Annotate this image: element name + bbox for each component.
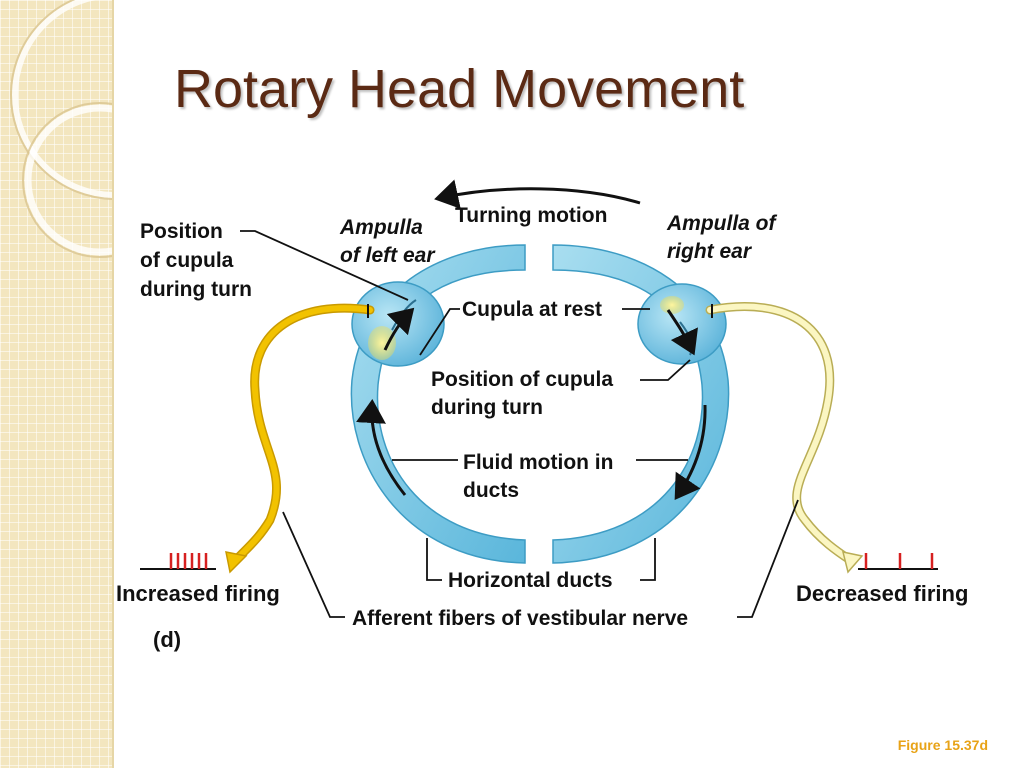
label-cupula-at-rest: Cupula at rest xyxy=(462,298,602,321)
label-fluid-motion-2: ducts xyxy=(463,479,519,502)
increased-firing-trace xyxy=(140,553,216,570)
label-increased-firing: Increased firing xyxy=(116,581,280,606)
nerve-fiber-left xyxy=(233,305,373,563)
nerve-fiber-left-edge xyxy=(231,303,375,565)
label-cupula-position-left-1: Position xyxy=(140,220,223,243)
slide-title: Rotary Head Movement xyxy=(174,59,745,119)
nerve-left-arrowhead xyxy=(225,551,248,574)
label-afferent-fibers: Afferent fibers of vestibular nerve xyxy=(352,607,688,630)
label-fluid-motion-1: Fluid motion in xyxy=(463,451,613,474)
panel-letter: (d) xyxy=(153,627,181,652)
nerve-fiber-right xyxy=(707,303,853,563)
cupula-left xyxy=(368,326,396,360)
fluid-arrow-right-lower xyxy=(674,404,707,500)
label-turning-motion: Turning motion xyxy=(455,204,607,227)
nerve-right-arrowhead xyxy=(841,551,864,574)
cupula-right xyxy=(660,296,684,314)
ampulla-right xyxy=(637,283,727,365)
turning-motion-arrow xyxy=(434,179,641,209)
label-ampulla-left-2: of left ear xyxy=(340,244,436,267)
cupula-arrow-left xyxy=(383,307,415,351)
label-cupula-position-right-1: Position of cupula xyxy=(431,368,613,391)
label-ampulla-right-1: Ampulla of xyxy=(666,212,778,235)
label-cupula-position-left-3: during turn xyxy=(140,278,252,301)
decorative-side-panel xyxy=(0,0,114,768)
label-cupula-position-right-2: during turn xyxy=(431,396,543,419)
figure-reference: Figure 15.37d xyxy=(897,737,988,753)
label-decreased-firing: Decreased firing xyxy=(796,581,968,606)
cupula-arrow-right xyxy=(666,309,698,356)
label-ampulla-right-2: right ear xyxy=(667,240,753,263)
nerve-fiber-right-edge xyxy=(705,302,855,565)
fluid-arrow-left-lower xyxy=(356,399,407,496)
leader-lines xyxy=(240,230,799,618)
decorative-circles xyxy=(10,0,112,258)
label-ampulla-left-1: Ampulla xyxy=(339,216,423,239)
label-horizontal-ducts: Horizontal ducts xyxy=(448,569,613,592)
label-cupula-position-left-2: of cupula xyxy=(140,249,234,272)
decreased-firing-trace xyxy=(858,553,938,570)
